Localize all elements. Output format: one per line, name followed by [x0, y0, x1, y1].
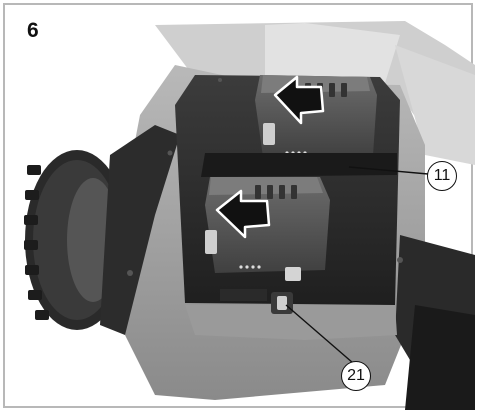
lower-battery [205, 177, 330, 281]
figure-frame: 6 [3, 3, 475, 410]
arrow-insert-icon [215, 75, 325, 239]
figure-number: 6 [27, 19, 39, 42]
callout-21: 21 [341, 361, 371, 391]
mower-battery-photo [24, 21, 475, 410]
callout-11: 11 [427, 161, 457, 191]
